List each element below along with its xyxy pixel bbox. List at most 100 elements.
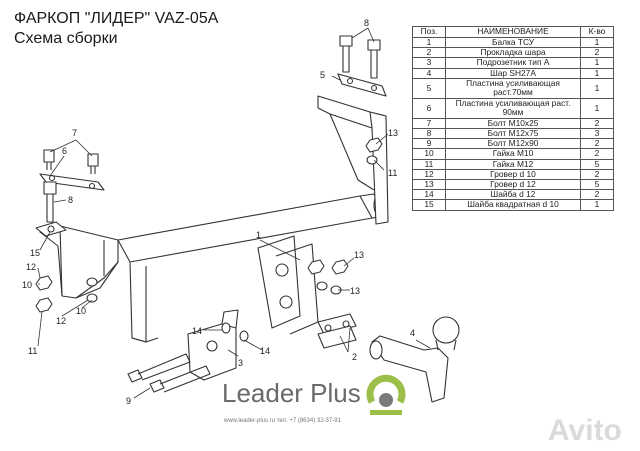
cell-pos: 10: [412, 148, 446, 160]
callout-8-left: 8: [68, 195, 73, 205]
cell-name: Прокладка шара: [445, 47, 581, 59]
cell-name: Болт М12х90: [445, 138, 581, 150]
cell-pos: 8: [412, 128, 446, 140]
col-header-qty: К-во: [580, 26, 614, 38]
callout-14-right: 14: [260, 346, 270, 356]
callout-4: 4: [410, 328, 415, 338]
cell-pos: 2: [412, 47, 446, 59]
col-header-name: НАИМЕНОВАНИЕ: [445, 26, 581, 38]
callout-12-bottom: 12: [56, 316, 66, 326]
cell-pos: 5: [412, 77, 446, 99]
cell-qty: 2: [580, 47, 614, 59]
callout-12-left: 12: [26, 262, 36, 272]
ball-mount-plates: [257, 235, 319, 335]
cell-pos: 7: [412, 117, 446, 130]
contact-footer: www.leader-plus.ru тел. +7 (8634) 32-37-…: [224, 418, 341, 424]
cell-pos: 12: [412, 168, 446, 181]
cell-pos: 4: [412, 67, 446, 79]
washers-socket: [221, 322, 249, 342]
bolts-m12x75-right: [339, 35, 381, 79]
callout-10-left: 10: [22, 280, 32, 290]
cell-name: Шар SH27A: [445, 67, 581, 79]
cell-name: Шайба d 12: [445, 189, 581, 201]
cell-name: Балка ТСУ: [445, 36, 581, 49]
page-subtitle: Схема сборки: [14, 30, 118, 47]
callout-13-right: 13: [388, 128, 398, 138]
cell-qty: 5: [580, 158, 614, 170]
cell-name: Гайка М12: [445, 158, 581, 170]
cell-qty: 1: [580, 77, 614, 99]
cell-qty: 2: [580, 189, 614, 201]
nuts-mid: [307, 259, 349, 295]
cell-pos: 9: [412, 138, 446, 150]
cell-qty: 1: [580, 199, 614, 211]
cell-qty: 1: [580, 67, 614, 79]
callout-6: 6: [62, 146, 67, 156]
cell-pos: 14: [412, 189, 446, 201]
cell-name: Подрозетник тип А: [445, 57, 581, 69]
cell-name: Пластина усиливающая раст. 90мм: [445, 97, 581, 119]
callout-10-right: 10: [76, 306, 86, 316]
cell-qty: 5: [580, 179, 614, 191]
left-bracket: [39, 225, 119, 299]
callout-13-mid: 13: [354, 250, 364, 260]
callout-11-right: 11: [388, 168, 397, 178]
cell-qty: 2: [580, 117, 614, 130]
callout-3: 3: [238, 358, 243, 368]
cell-pos: 11: [412, 158, 446, 170]
page-title: ФАРКОП "ЛИДЕР" VAZ-05A: [14, 10, 219, 27]
square-washer: [35, 221, 67, 237]
cell-qty: 3: [580, 128, 614, 140]
bolts-m10x25: [43, 149, 99, 174]
callout-13-lower: 13: [350, 286, 360, 296]
cell-name: Шайба квадратная d 10: [445, 199, 581, 211]
col-header-pos: Поз.: [412, 26, 446, 38]
table-header-row: Поз. НАИМЕНОВАНИЕ К-во: [412, 26, 614, 38]
callout-8-top: 8: [364, 18, 369, 28]
callout-7: 7: [72, 128, 77, 138]
callout-1: 1: [256, 230, 261, 240]
cell-qty: 1: [580, 97, 614, 119]
cell-pos: 15: [412, 199, 446, 211]
cell-name: Гровер d 10: [445, 168, 581, 181]
cell-name: Гровер d 12: [445, 179, 581, 191]
callout-11-left: 11: [28, 346, 37, 356]
callout-15: 15: [30, 248, 40, 258]
socket-plate: [187, 309, 239, 381]
cell-name: Пластина усиливающая раст.70мм: [445, 77, 581, 99]
callout-14-left: 14: [192, 326, 202, 336]
cell-qty: 2: [580, 168, 614, 181]
leader-lines: [37, 27, 431, 399]
ball-spacers: [317, 313, 357, 349]
cell-qty: 1: [580, 36, 614, 49]
reinforcement-plate-70: [337, 73, 387, 97]
cell-qty: 1: [580, 57, 614, 69]
avito-watermark: Avito: [548, 414, 622, 447]
cell-name: Болт М10х25: [445, 117, 581, 130]
nuts-left: [35, 275, 98, 313]
cell-pos: 1: [412, 36, 446, 49]
cell-pos: 6: [412, 97, 446, 119]
cell-name: Болт М12х75: [445, 128, 581, 140]
ball-hitch: [369, 316, 460, 403]
cell-name: Гайка М10: [445, 148, 581, 160]
callout-5: 5: [320, 70, 325, 80]
cell-qty: 2: [580, 138, 614, 150]
cell-pos: 3: [412, 57, 446, 69]
reinforcement-plate-90: [39, 173, 105, 191]
